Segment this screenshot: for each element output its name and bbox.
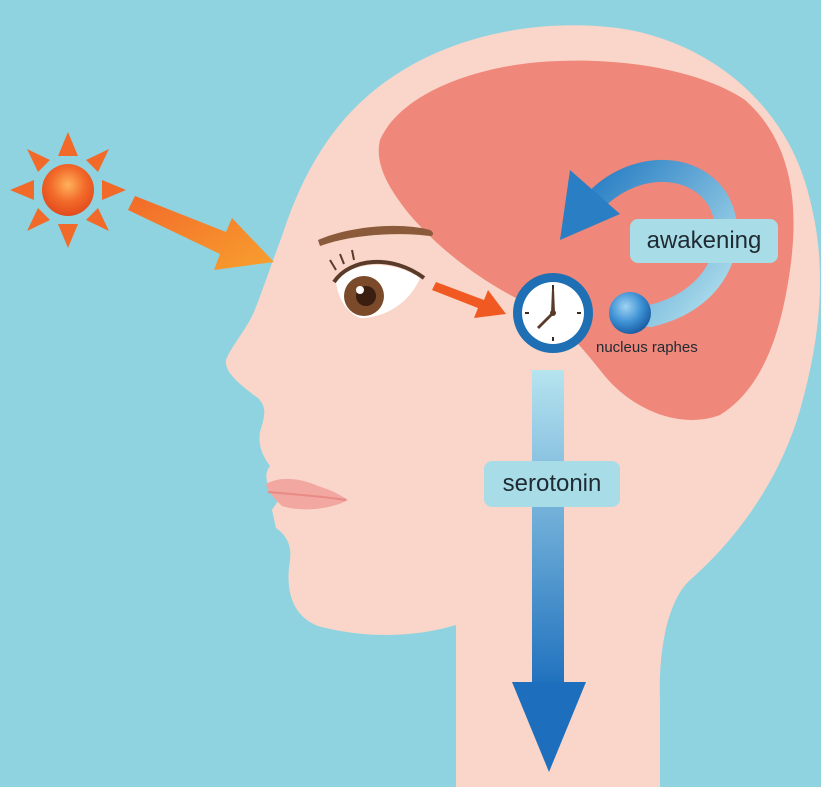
awakening-label: awakening: [630, 219, 778, 263]
nucleus-raphes-label: nucleus raphes: [596, 339, 698, 357]
clock-icon: [513, 273, 593, 353]
sun-icon: [10, 132, 126, 248]
serotonin-label: serotonin: [484, 461, 620, 507]
nucleus-sphere-icon: [609, 292, 651, 334]
